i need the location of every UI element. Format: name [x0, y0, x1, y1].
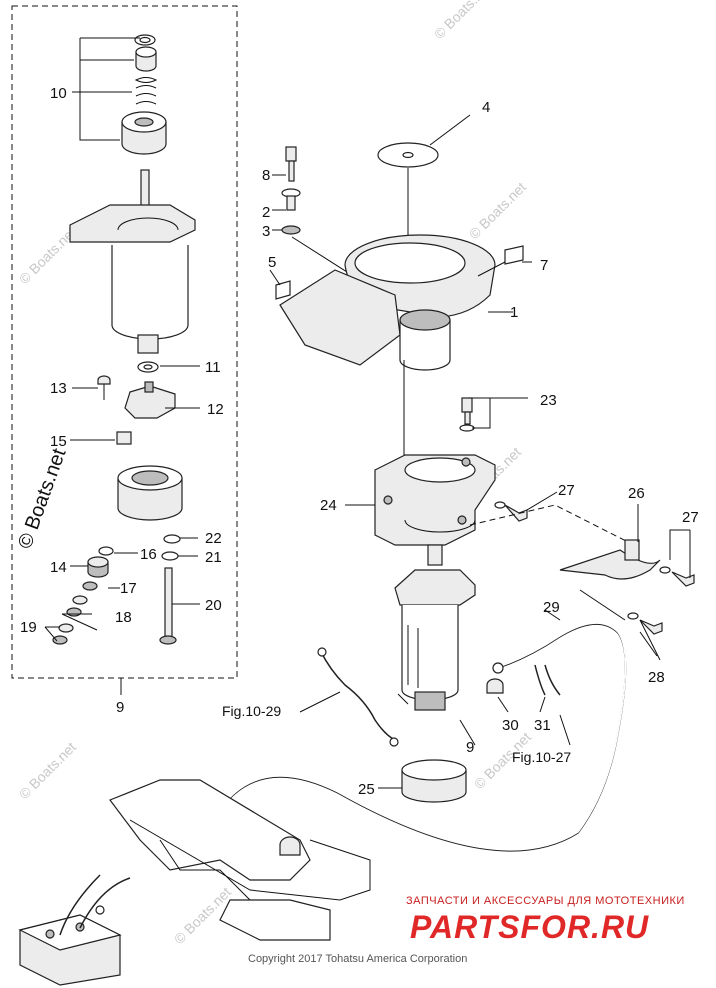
callout-31: 31	[534, 717, 551, 734]
callout-9: 9	[466, 739, 474, 756]
starter-motor-assembled	[378, 544, 476, 803]
battery-cable	[137, 609, 627, 852]
callout-18: 18	[115, 609, 132, 626]
callout-27: 27	[682, 509, 699, 526]
callout-3: 3	[262, 223, 270, 240]
callout-28: 28	[648, 669, 665, 686]
callout-19: 19	[20, 619, 37, 636]
callout-14: 14	[50, 559, 67, 576]
callout-16: 16	[140, 546, 157, 563]
callout-4: 4	[482, 99, 490, 116]
callout-27: 27	[558, 482, 575, 499]
watermark-text: © Boats.net	[466, 179, 529, 242]
boats-net-watermark: © Boats.net	[14, 445, 71, 551]
callout-21: 21	[205, 549, 222, 566]
flywheel-cover	[269, 114, 532, 460]
promo-tagline: ЗАПЧАСТИ И АКСЕССУАРЫ ДЛЯ МОТОТЕХНИКИ	[406, 895, 685, 907]
starter-assembly-box	[11, 5, 238, 679]
watermark-text: © Boats.net	[431, 0, 494, 42]
callout-12: 12	[207, 401, 224, 418]
callout-22: 22	[205, 530, 222, 547]
copyright-notice: Copyright 2017 Tohatsu America Corporati…	[248, 953, 467, 965]
callout-29: 29	[543, 599, 560, 616]
figure-reference-left[interactable]: Fig.10-29	[222, 703, 281, 719]
watermark-text: © Boats.net	[16, 739, 79, 802]
figure-reference-right[interactable]: Fig.10-27	[512, 749, 571, 765]
callout-11: 11	[205, 359, 221, 376]
callout-8: 8	[262, 167, 270, 184]
callout-10: 10	[50, 85, 67, 102]
callout-13: 13	[50, 380, 67, 397]
engine-frame	[18, 779, 371, 986]
callout-20: 20	[205, 597, 222, 614]
callout-30: 30	[502, 717, 519, 734]
callout-2: 2	[262, 204, 270, 221]
callout-24: 24	[320, 497, 337, 514]
callout-9: 9	[116, 699, 124, 716]
callout-labels: 1 2 3 4 5 7 8 9 9 10 11 12 13 14 15 16 1…	[20, 85, 699, 798]
partsfor-logo: PARTSFOR.RU	[410, 909, 649, 945]
callout-7: 7	[540, 257, 548, 274]
callout-5: 5	[268, 254, 276, 271]
callout-26: 26	[628, 485, 645, 502]
callout-23: 23	[540, 392, 557, 409]
starter-bracket	[345, 397, 695, 661]
callout-1: 1	[510, 304, 518, 321]
starter-motor-exploded	[44, 34, 200, 695]
callout-17: 17	[120, 580, 137, 597]
callout-15: 15	[50, 433, 67, 450]
callout-25: 25	[358, 781, 375, 798]
